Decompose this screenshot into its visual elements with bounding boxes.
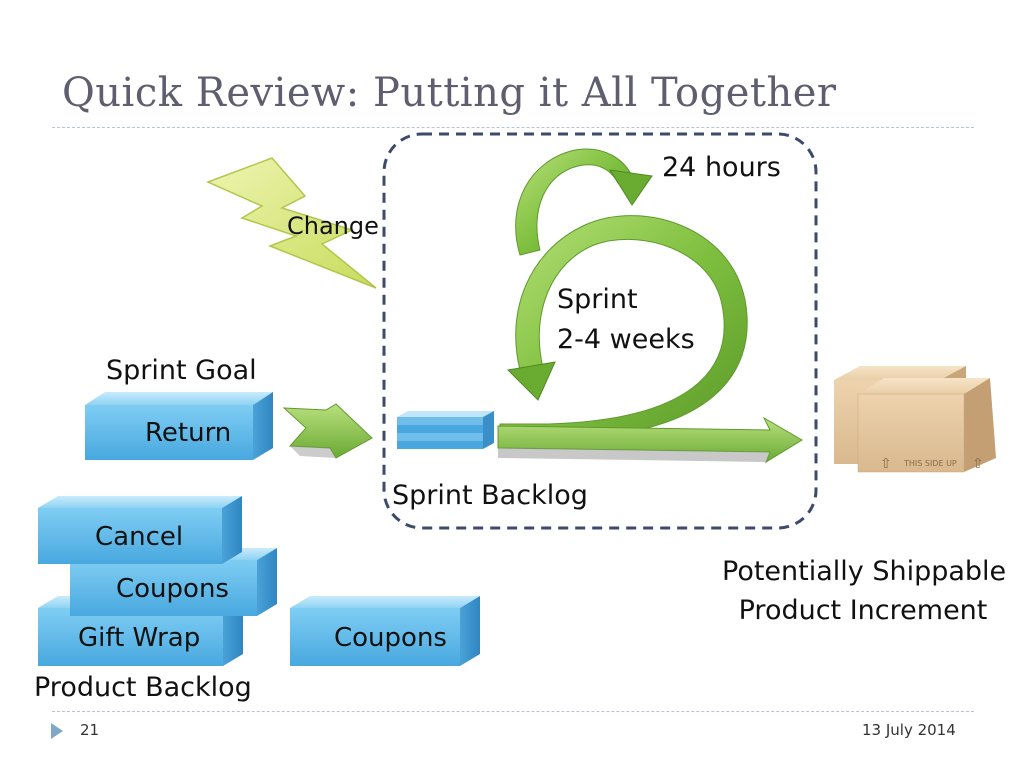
lightning-icon bbox=[206, 157, 377, 289]
change-label: Change bbox=[287, 212, 379, 240]
sprint-goal-item: Return bbox=[145, 418, 232, 448]
svg-text:⇧: ⇧ bbox=[972, 456, 984, 472]
sprint-backlog-label: Sprint Backlog bbox=[392, 480, 588, 511]
slide-date: 13 July 2014 bbox=[862, 721, 956, 739]
daily-label: 24 hours bbox=[662, 152, 781, 183]
product-backlog-item-coupons: Coupons bbox=[116, 574, 229, 604]
output-arrow bbox=[497, 416, 803, 464]
slide-marker-icon bbox=[51, 723, 63, 739]
product-backlog-card-cancel bbox=[38, 496, 242, 564]
extra-backlog-item: Coupons bbox=[334, 623, 447, 653]
svg-text:⇧: ⇧ bbox=[880, 456, 892, 472]
product-backlog-item-giftwrap: Gift Wrap bbox=[78, 623, 201, 653]
sprint-goal-card bbox=[85, 392, 273, 460]
sprint-goal-label: Sprint Goal bbox=[106, 355, 257, 386]
increment-label-line2: Product Increment bbox=[738, 595, 988, 626]
product-backlog-item-cancel: Cancel bbox=[95, 522, 184, 552]
daily-loop-arrowhead bbox=[609, 169, 653, 206]
slide-title: Quick Review: Putting it All Together bbox=[62, 70, 837, 116]
footer-divider bbox=[52, 711, 974, 712]
shippable-box-icon: THIS SIDE UP ⇧ ⇧ bbox=[834, 366, 996, 473]
extra-coupons-card bbox=[290, 596, 480, 666]
increment-label-line1: Potentially Shippable bbox=[722, 556, 1007, 587]
sprint-label-line1: Sprint bbox=[557, 284, 638, 315]
sprint-label-line2: 2-4 weeks bbox=[557, 324, 695, 355]
title-divider bbox=[52, 127, 974, 128]
page-number: 21 bbox=[80, 721, 100, 739]
sprint-boundary bbox=[382, 132, 818, 530]
sprint-backlog-stack bbox=[397, 411, 494, 449]
sprint-loop-arrowhead bbox=[506, 361, 556, 401]
product-backlog-label: Product Backlog bbox=[34, 672, 252, 703]
svg-text:THIS SIDE UP: THIS SIDE UP bbox=[903, 459, 957, 468]
